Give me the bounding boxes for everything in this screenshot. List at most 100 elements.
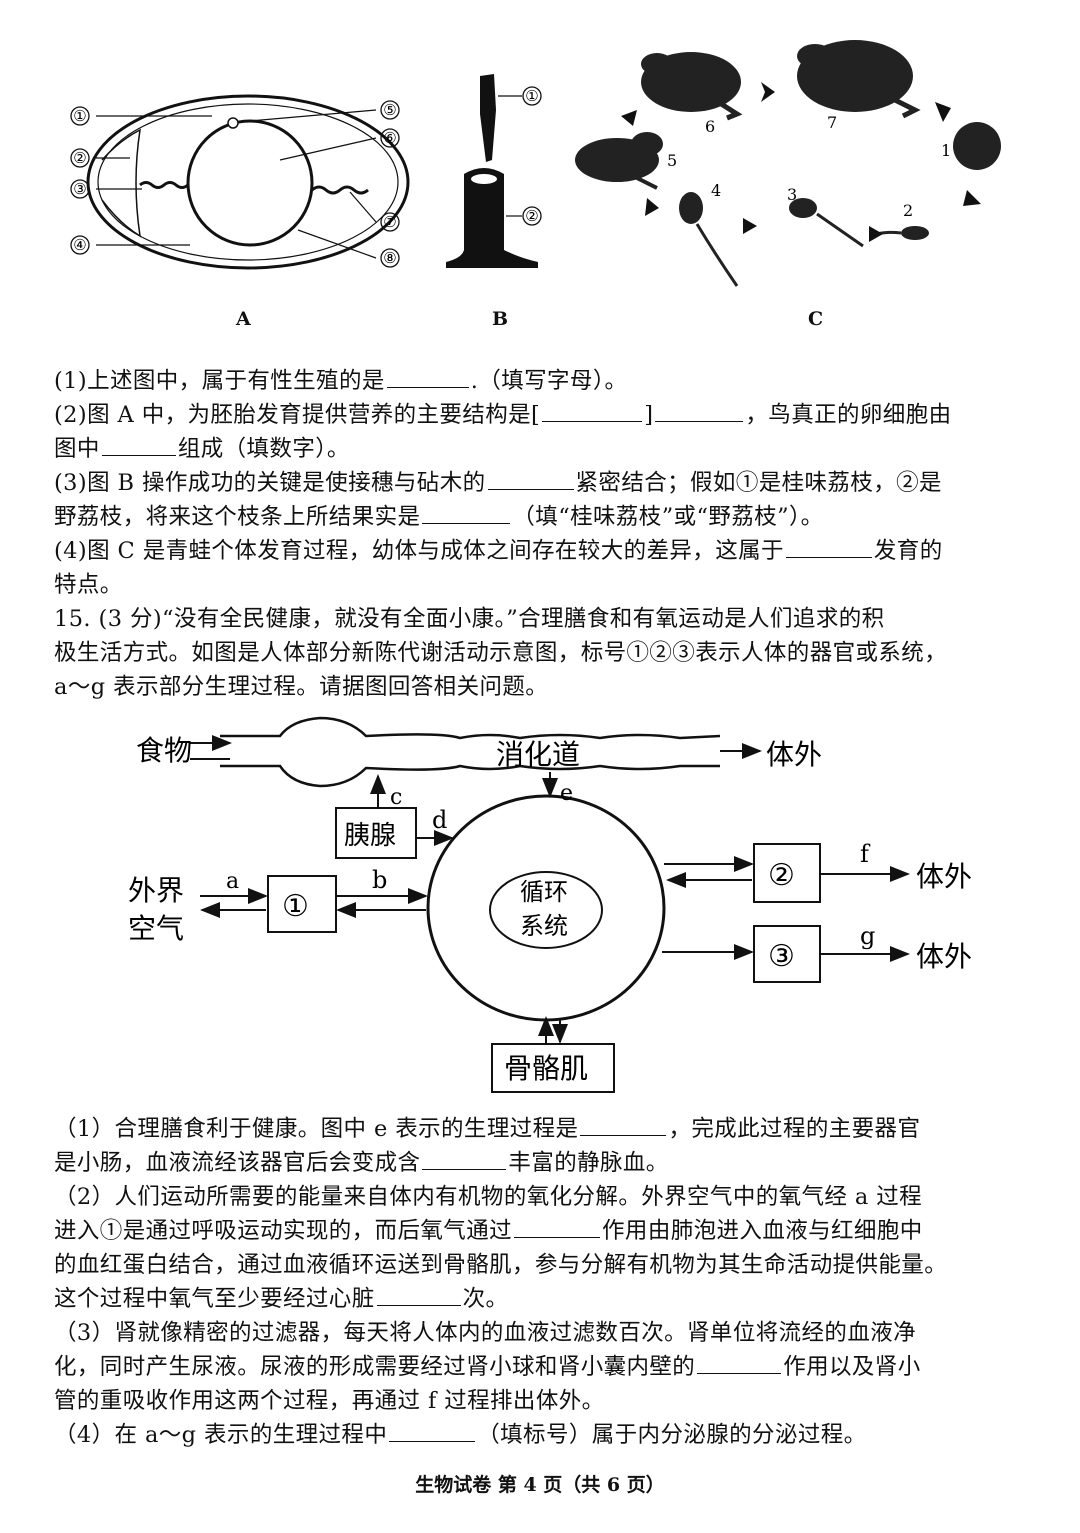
answer-blank[interactable] xyxy=(422,522,511,524)
callout-a-7: ⑦ xyxy=(383,213,396,231)
q14-p4-text-c: 特点。 xyxy=(54,572,123,598)
q14-p2-text-b: ] xyxy=(644,402,654,428)
tadpole-4 xyxy=(679,192,739,287)
germinal-disc xyxy=(227,117,239,129)
digestive-tract xyxy=(220,716,721,788)
q15-s2-text-e: 这个过程中氧气至少要经过心脏 xyxy=(54,1286,375,1312)
q14-part1: (1)上述图中，属于有性生殖的是 .（填写字母）。 xyxy=(54,364,1039,398)
process-c: c xyxy=(390,785,402,810)
answer-blank[interactable] xyxy=(697,1372,782,1374)
q14-p3-text-b: 紧密结合；假如①是桂味荔枝，②是 xyxy=(575,470,942,496)
q14-p3-text-a: (3)图 B 操作成功的关键是使接穗与砧木的 xyxy=(54,470,486,496)
outside-label-2: 体外 xyxy=(916,860,972,893)
figure-b-grafting-diagram: ① ② xyxy=(446,74,542,268)
pancreas-label: 胰腺 xyxy=(344,821,396,851)
air-cell xyxy=(101,128,141,238)
q15-s1-text-a: （1）合理膳食利于健康。图中 e 表示的生理过程是 xyxy=(54,1116,579,1142)
answer-blank[interactable] xyxy=(389,1440,476,1442)
q14-part2-line1: (2)图 A 中，为胚胎发育提供营养的主要结构是[] ，鸟真正的卵细胞由 xyxy=(54,398,1039,432)
answer-blank[interactable] xyxy=(542,420,643,422)
stage-label-1: 1 xyxy=(941,141,951,160)
yolk xyxy=(186,119,314,247)
lifecycle-arrows xyxy=(621,82,981,242)
organ-2-label: ② xyxy=(768,858,795,893)
answer-blank[interactable] xyxy=(487,488,574,490)
q15-s1-text-c: 是小肠，血液流经该器官后会变成含 xyxy=(54,1150,421,1176)
callout-a-2: ② xyxy=(73,149,86,167)
answer-blank[interactable] xyxy=(101,454,176,456)
tadpole-3 xyxy=(789,198,864,248)
q14-p2-text-a: (2)图 A 中，为胚胎发育提供营养的主要结构是[ xyxy=(54,402,541,428)
figure-c-frog-lifecycle: 6 7 1 2 3 4 5 xyxy=(575,40,1001,287)
q14-p1-text-a: (1)上述图中，属于有性生殖的是 xyxy=(54,368,385,394)
outside-air-label-2: 空气 xyxy=(128,912,184,945)
process-a: a xyxy=(226,869,239,894)
answer-blank[interactable] xyxy=(376,1304,461,1306)
figure-b-label: B xyxy=(492,308,509,330)
organ-3-box xyxy=(753,925,821,983)
organ-1-label: ① xyxy=(282,889,309,924)
callout-a-1: ① xyxy=(73,107,86,125)
answer-blank[interactable] xyxy=(655,420,744,422)
callout-a-5: ⑤ xyxy=(383,101,396,119)
callouts-b: ① ② xyxy=(522,86,542,226)
answer-blank[interactable] xyxy=(785,556,872,558)
chalaza-right xyxy=(311,185,369,195)
process-g: g xyxy=(860,922,875,950)
food-label: 食物 xyxy=(136,734,192,767)
q14-part4-line2: 特点。 xyxy=(54,568,1039,602)
egg-shell-membrane xyxy=(97,103,399,261)
answer-blank[interactable] xyxy=(580,1134,667,1136)
q14-part3-line2: 野荔枝，将来这个枝条上所结果实是 （填“桂味荔枝”或“野荔枝”）。 xyxy=(54,500,1039,534)
q15-s2-text-f: 次。 xyxy=(462,1286,509,1312)
q15-s3-text-b: 化，同时产生尿液。尿液的形成需要经过肾小球和肾小囊内壁的 xyxy=(54,1354,696,1380)
stage-label-5: 5 xyxy=(667,151,677,170)
process-e: e xyxy=(560,781,573,806)
q15-s2-text-b: 进入①是通过呼吸运动实现的，而后氧气通过 xyxy=(54,1218,513,1244)
q15-s4-text-a: （4）在 a～g 表示的生理过程中 xyxy=(54,1422,388,1448)
callout-a-6: ⑥ xyxy=(383,129,396,147)
stage-label-3: 3 xyxy=(787,185,797,204)
figure-c-label: C xyxy=(808,308,824,330)
q14-p2-text-d: 图中 xyxy=(54,436,100,462)
q15-part2-line3: 的血红蛋白结合，通过血液循环运送到骨骼肌，参与分解有机物为其生命活动提供能量。 xyxy=(54,1252,948,1278)
metabolism-diagram: 食物 消化道 体外 循环 系统 胰腺 c d e 外界 空气 a ① b ② f… xyxy=(128,716,972,1093)
callout-a-3: ③ xyxy=(73,180,86,198)
q14-part2-line2: 图中组成（填数字）。 xyxy=(54,432,1039,466)
page-footer: 生物试卷 第 4 页（共 6 页） xyxy=(415,1474,665,1496)
q14-p2-text-c: ，鸟真正的卵细胞由 xyxy=(745,402,952,428)
q15-part1-line1: （1）合理膳食利于健康。图中 e 表示的生理过程是，完成此过程的主要器官 xyxy=(54,1112,1039,1146)
frog-adult-6 xyxy=(641,52,743,121)
q15-part3-line3: 管的重吸收作用这两个过程，再通过 f 过程排出体外。 xyxy=(54,1388,605,1414)
circulatory-system-oval xyxy=(426,794,666,1022)
q15-part2-line4: 这个过程中氧气至少要经过心脏 次。 xyxy=(54,1282,1039,1316)
answer-blank[interactable] xyxy=(514,1236,601,1238)
chalaza-left xyxy=(139,181,189,189)
q15-s1-text-d: 丰富的静脉血。 xyxy=(508,1150,669,1176)
outside-label-1: 体外 xyxy=(766,738,822,771)
answer-blank[interactable] xyxy=(422,1168,507,1170)
process-b: b xyxy=(372,866,387,894)
q15-part4-line1: （4）在 a～g 表示的生理过程中 （填标号）属于内分泌腺的分泌过程。 xyxy=(54,1418,1039,1452)
organ-1-box xyxy=(267,875,337,933)
callout-a-4: ④ xyxy=(73,236,86,254)
q14-p3-text-d: （填“桂味荔枝”或“野荔枝”）。 xyxy=(512,504,824,530)
callouts-a: ① ② ③ ④ ⑤ ⑥ ⑦ ⑧ xyxy=(70,100,400,268)
frog-adult-7 xyxy=(797,40,921,119)
q15-part2-line1: （2）人们运动所需要的能量来自体内有机物的氧化分解。外界空气中的氧气经 a 过程 xyxy=(54,1184,923,1210)
q14-p1-text-b: .（填写字母）。 xyxy=(470,368,628,394)
answer-blank[interactable] xyxy=(386,386,469,388)
q14-p3-text-c: 野荔枝，将来这个枝条上所结果实是 xyxy=(54,504,421,530)
q15-s2-text-c: 作用由肺泡进入血液与红细胞中 xyxy=(602,1218,923,1244)
outside-air-label-1: 外界 xyxy=(128,874,184,907)
skeletal-muscle-box xyxy=(491,1043,615,1093)
digestive-tract-label: 消化道 xyxy=(496,738,580,771)
q14-p4-text-a: (4)图 C 是青蛙个体发育过程，幼体与成体之间存在较大的差异，这属于 xyxy=(54,538,784,564)
q15-part2-line2: 进入①是通过呼吸运动实现的，而后氧气通过 作用由肺泡进入血液与红细胞中 xyxy=(54,1214,1039,1248)
circulatory-label-1: 循环 xyxy=(520,878,568,906)
froglet-5 xyxy=(575,132,663,190)
frog-eggs-1 xyxy=(953,122,1001,170)
q15-s4-text-b: （填标号）属于内分泌腺的分泌过程。 xyxy=(477,1422,867,1448)
rootstock xyxy=(446,168,538,268)
skeletal-muscle-label: 骨骼肌 xyxy=(504,1052,588,1085)
